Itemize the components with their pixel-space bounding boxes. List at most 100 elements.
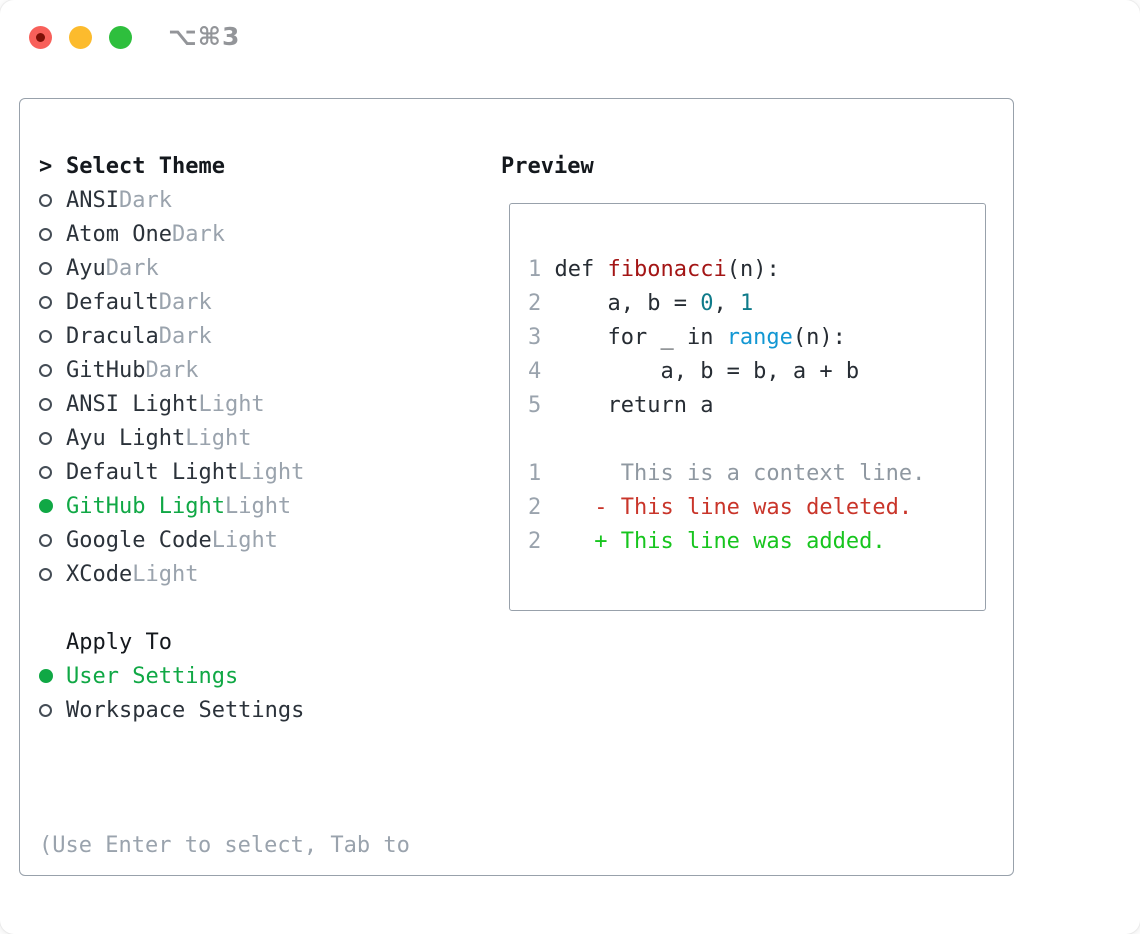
radio-cell: [39, 567, 66, 581]
option-label: Workspace Settings: [66, 697, 305, 723]
close-button[interactable]: [29, 26, 52, 49]
blank-line: [39, 591, 489, 625]
select-theme-header: > Select Theme: [39, 149, 489, 183]
theme-item[interactable]: GitHub Light Light: [39, 489, 489, 523]
apply-to-option[interactable]: Workspace Settings: [39, 693, 489, 727]
theme-item[interactable]: Google Code Light: [39, 523, 489, 557]
traffic-lights: [29, 26, 132, 49]
line-number: 4: [528, 358, 555, 384]
apply-to-title: Apply To: [66, 629, 172, 655]
radio-cell: [39, 397, 66, 411]
option-label: GitHub Light: [66, 493, 225, 519]
option-label: Dracula: [66, 323, 159, 349]
radio-cell: [39, 329, 66, 343]
theme-item[interactable]: XCode Light: [39, 557, 489, 591]
option-variant-label: Light: [211, 527, 278, 553]
diff-line: 1 This is a context line.: [528, 456, 985, 490]
radio-unselected-icon: [39, 295, 52, 309]
code-token: def: [554, 256, 608, 282]
titlebar: ⌥⌘3: [0, 0, 1140, 76]
hint-line-1: (Use Enter to select, Tab to: [39, 833, 410, 858]
minimize-button[interactable]: [69, 26, 92, 49]
theme-item[interactable]: Ayu Light Light: [39, 421, 489, 455]
code-token: ,: [713, 290, 740, 316]
code-line: 5 return a: [528, 388, 985, 422]
theme-item[interactable]: GitHub Dark: [39, 353, 489, 387]
theme-item[interactable]: Atom One Dark: [39, 217, 489, 251]
code-token: fibonacci: [607, 256, 727, 282]
radio-unselected-icon: [39, 465, 52, 479]
line-number: 2: [528, 528, 555, 554]
radio-cell: [39, 261, 66, 275]
option-label: Default Light: [66, 459, 239, 485]
code-token: This is a context line.: [554, 460, 926, 486]
option-variant-label: Light: [198, 391, 265, 417]
radio-cell: [39, 669, 66, 683]
theme-item[interactable]: Ayu Dark: [39, 251, 489, 285]
radio-cell: [39, 533, 66, 547]
apply-to-option[interactable]: User Settings: [39, 659, 489, 693]
option-variant-label: Dark: [158, 289, 212, 315]
line-number: 1: [528, 460, 555, 486]
unsaved-dot-icon: [36, 33, 45, 42]
option-label: Ayu: [66, 255, 106, 281]
radio-unselected-icon: [39, 397, 52, 411]
theme-item[interactable]: Dracula Dark: [39, 319, 489, 353]
code-token: return a: [554, 392, 714, 418]
radio-unselected-icon: [39, 703, 52, 717]
code-token: 0: [700, 290, 714, 316]
option-variant-label: Dark: [158, 323, 212, 349]
code-token: - This line was deleted.: [554, 494, 913, 520]
radio-unselected-icon: [39, 227, 52, 241]
theme-item[interactable]: ANSI Dark: [39, 183, 489, 217]
focus-caret-icon: >: [39, 153, 53, 179]
radio-selected-icon: [39, 669, 53, 683]
option-variant-label: Dark: [118, 187, 172, 213]
option-label: Atom One: [66, 221, 172, 247]
zoom-button[interactable]: [109, 26, 132, 49]
radio-unselected-icon: [39, 533, 52, 547]
option-variant-label: Light: [224, 493, 292, 519]
option-variant-label: Light: [185, 425, 252, 451]
option-variant-label: Dark: [105, 255, 159, 281]
option-label: User Settings: [66, 663, 239, 689]
line-number: 2: [528, 290, 555, 316]
radio-cell: [39, 363, 66, 377]
option-label: Google Code: [66, 527, 212, 553]
code-token: a, b =: [554, 290, 701, 316]
radio-unselected-icon: [39, 567, 52, 581]
radio-unselected-icon: [39, 363, 52, 377]
code-token: (n):: [726, 256, 780, 282]
theme-item[interactable]: Default Dark: [39, 285, 489, 319]
option-label: Default: [66, 289, 159, 315]
theme-item[interactable]: Default Light Light: [39, 455, 489, 489]
radio-cell: [39, 295, 66, 309]
code-line: 3 for _ in range(n):: [528, 320, 985, 354]
radio-cell: [39, 499, 66, 513]
code-token: for _ in: [554, 324, 727, 350]
option-variant-label: Dark: [171, 221, 225, 247]
line-number: 1: [528, 256, 555, 282]
radio-unselected-icon: [39, 261, 52, 275]
code-token: a, b = b, a + b: [554, 358, 860, 384]
option-label: ANSI Light: [66, 391, 199, 417]
option-label: Ayu Light: [66, 425, 186, 451]
option-variant-label: Dark: [145, 357, 199, 383]
option-label: GitHub: [66, 357, 146, 383]
option-variant-label: Light: [132, 561, 199, 587]
window-title: ⌥⌘3: [168, 22, 241, 51]
code-token: (n):: [792, 324, 846, 350]
radio-unselected-icon: [39, 329, 52, 343]
radio-cell: [39, 193, 66, 207]
apply-to-header: Apply To: [39, 625, 489, 659]
option-variant-label: Light: [238, 459, 305, 485]
code-line: 2 a, b = 0, 1: [528, 286, 985, 320]
theme-item[interactable]: ANSI Light Light: [39, 387, 489, 421]
option-label: XCode: [66, 561, 133, 587]
